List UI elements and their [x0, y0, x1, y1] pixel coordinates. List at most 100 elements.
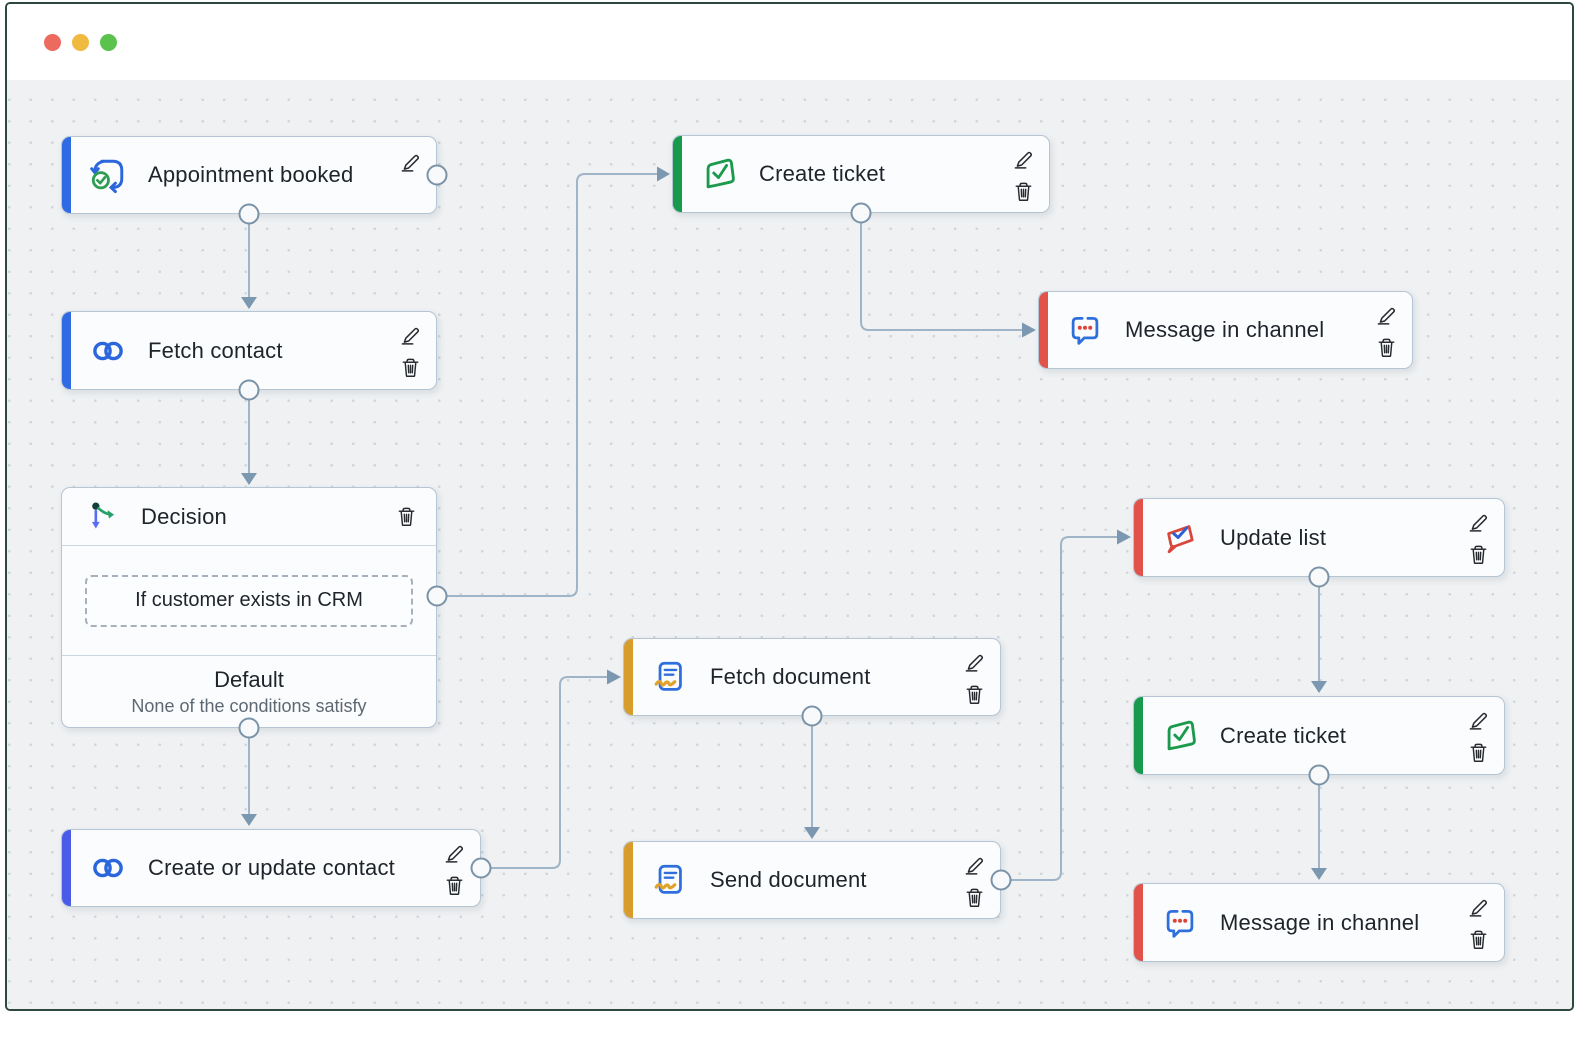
node-update-list[interactable]: Update list	[1133, 498, 1505, 577]
arrowhead-right	[657, 166, 670, 182]
node-create-or-update-contact[interactable]: Create or update contact	[61, 829, 481, 907]
delete-icon[interactable]	[962, 682, 987, 707]
edit-icon[interactable]	[962, 648, 987, 673]
node-actions	[962, 842, 987, 918]
crm-rings-icon	[89, 849, 127, 887]
delete-icon[interactable]	[1466, 927, 1491, 952]
window-minimize-button[interactable]	[72, 33, 89, 51]
node-actions	[398, 137, 423, 213]
node-actions	[1374, 292, 1399, 368]
node-message-in-channel-1[interactable]: Message in channel	[1038, 291, 1413, 369]
node-title: Message in channel	[1125, 317, 1325, 342]
delete-icon[interactable]	[1011, 179, 1036, 204]
edge-create-ticket-to-message[interactable]	[860, 213, 1023, 331]
node-send-document[interactable]: Send document	[623, 841, 1001, 919]
node-fetch-document[interactable]: Fetch document	[623, 638, 1001, 716]
window-maximize-button[interactable]	[100, 33, 117, 51]
node-title: Send document	[710, 867, 867, 892]
edit-icon[interactable]	[1466, 706, 1491, 731]
crm-rings-icon	[89, 332, 127, 370]
default-branch-subtitle: None of the conditions satisfy	[131, 695, 367, 716]
edit-icon[interactable]	[1466, 893, 1491, 918]
edge-send-doc-to-update-list[interactable]	[1001, 536, 1118, 881]
edge-condition-to-create-ticket[interactable]	[437, 173, 658, 597]
node-actions	[398, 312, 423, 389]
node-accent-bar	[62, 312, 71, 389]
arrowhead-right	[607, 669, 621, 685]
edit-icon[interactable]	[1011, 145, 1036, 170]
campaign-check-icon	[1161, 519, 1199, 557]
node-create-ticket-2[interactable]: Create ticket	[1133, 696, 1505, 775]
condition-label: If customer exists in CRM	[135, 589, 363, 611]
window-close-button[interactable]	[44, 33, 61, 51]
chat-bubble-dots-icon	[1161, 904, 1199, 942]
node-actions	[1466, 499, 1491, 576]
node-accent-bar	[624, 639, 633, 715]
node-actions	[442, 830, 467, 906]
node-title: Fetch contact	[148, 337, 283, 363]
workflow-canvas[interactable]: Appointment booked Fetch contact Decisio…	[7, 80, 1572, 1009]
node-fetch-contact[interactable]: Fetch contact	[61, 311, 437, 390]
arrowhead-down	[241, 814, 257, 826]
delete-icon[interactable]	[398, 355, 423, 380]
arrowhead-down	[804, 827, 820, 839]
arrowhead-down	[1311, 868, 1327, 880]
node-actions	[1466, 884, 1491, 961]
appointment-booked-icon	[89, 156, 127, 194]
delete-icon[interactable]	[442, 873, 467, 898]
arrowhead-down	[241, 473, 257, 485]
node-title: Appointment booked	[148, 162, 354, 187]
ticket-check-icon	[700, 155, 738, 193]
edit-icon[interactable]	[442, 839, 467, 864]
node-appointment-booked[interactable]: Appointment booked	[61, 136, 437, 214]
edge-contact-to-fetch-document[interactable]	[481, 676, 608, 869]
decision-default-branch[interactable]: Default None of the conditions satisfy	[62, 656, 436, 727]
signed-document-icon	[651, 861, 689, 899]
node-title: Create ticket	[1220, 722, 1347, 748]
delete-icon[interactable]	[1466, 740, 1491, 765]
node-accent-bar	[673, 136, 682, 212]
node-actions	[1011, 136, 1036, 212]
node-accent-bar	[1134, 884, 1143, 961]
node-title: Create or update contact	[148, 855, 395, 880]
node-title: Create ticket	[759, 161, 886, 186]
node-accent-bar	[1134, 499, 1143, 576]
node-decision[interactable]: Decision If customer exists in CRM Defau…	[61, 487, 437, 728]
decision-condition-section: If customer exists in CRM	[62, 546, 436, 656]
node-actions	[1466, 697, 1491, 774]
node-create-ticket-1[interactable]: Create ticket	[672, 135, 1050, 213]
node-title: Decision	[141, 503, 227, 529]
edit-icon[interactable]	[1466, 508, 1491, 533]
node-title: Message in channel	[1220, 909, 1420, 935]
signed-document-icon	[651, 658, 689, 696]
condition-branch[interactable]: If customer exists in CRM	[85, 574, 413, 627]
arrowhead-down	[241, 297, 257, 309]
window-titlebar	[7, 4, 1572, 80]
edit-icon[interactable]	[398, 148, 423, 173]
arrowhead-right	[1022, 322, 1036, 338]
delete-icon[interactable]	[394, 504, 419, 529]
default-branch-label: Default	[214, 666, 284, 692]
node-message-in-channel-2[interactable]: Message in channel	[1133, 883, 1505, 962]
decision-header: Decision	[62, 488, 436, 546]
edit-icon[interactable]	[962, 851, 987, 876]
node-title: Update list	[1220, 524, 1327, 550]
node-accent-bar	[62, 137, 71, 213]
chat-bubble-dots-icon	[1066, 311, 1104, 349]
node-title: Fetch document	[710, 664, 871, 689]
node-accent-bar	[62, 830, 71, 906]
edit-icon[interactable]	[398, 321, 423, 346]
node-accent-bar	[1134, 697, 1143, 774]
delete-icon[interactable]	[962, 885, 987, 910]
decision-branch-icon	[88, 500, 121, 533]
node-actions	[962, 639, 987, 715]
node-accent-bar	[624, 842, 633, 918]
node-accent-bar	[1039, 292, 1048, 368]
app-window: Appointment booked Fetch contact Decisio…	[5, 2, 1574, 1011]
delete-icon[interactable]	[1466, 542, 1491, 567]
arrowhead-right	[1117, 529, 1131, 545]
ticket-check-icon	[1161, 717, 1199, 755]
arrowhead-down	[1311, 681, 1327, 693]
edit-icon[interactable]	[1374, 301, 1399, 326]
delete-icon[interactable]	[1374, 335, 1399, 360]
